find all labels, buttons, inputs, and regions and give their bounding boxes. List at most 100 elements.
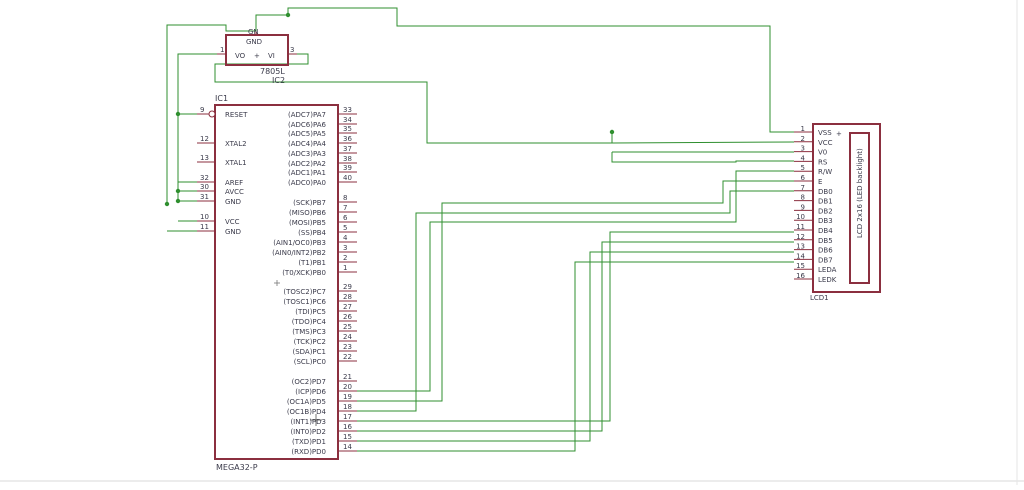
wire-net[interactable] (357, 190, 794, 412)
ic1-right-pin-label: (ADC6)PA6 (288, 121, 327, 129)
wire-net[interactable] (357, 180, 794, 402)
ic1-right-pin-label: (SS)PB4 (298, 229, 326, 237)
ic1-right-pin-label: (T0/XCK)PB0 (282, 269, 326, 277)
ic1-left-pin-label: GND (225, 228, 241, 236)
junction-dot (175, 188, 181, 194)
ic1-right-pin-num: 28 (343, 293, 352, 301)
ic1-value: MEGA32-P (216, 463, 258, 472)
lcd-pin-label: LEDK (818, 276, 837, 284)
ic1-right-pin-label: (OC1B)PD4 (287, 408, 327, 416)
ic1-right-pin-label: (AIN1/OC0)PB3 (273, 239, 326, 247)
lcd-pin-num: 9 (801, 203, 805, 211)
lcd-pin-num: 6 (801, 174, 806, 182)
ic2-name: IC2 (272, 76, 285, 85)
wire-net[interactable] (214, 53, 613, 144)
junction-dot (609, 129, 615, 135)
ic1-right-pin-num: 15 (343, 433, 352, 441)
ic1-right-pin-label: (AIN0/INT2)PB2 (272, 249, 326, 257)
ic1-right-pin-label: (ADC0)PA0 (288, 179, 326, 187)
ic1-right-pin-num: 1 (343, 264, 347, 272)
ic2-body (225, 34, 289, 66)
ic1-left-pins: 9RESET12XTAL213XTAL132AREF30AVCC31GND10V… (197, 106, 248, 236)
ic2-vo-label: VO (235, 52, 246, 60)
ic1-right-pin-num: 33 (343, 106, 352, 114)
ic1-right-pin-num: 29 (343, 283, 352, 291)
lcd-pin-label: DB5 (818, 237, 833, 245)
ic1-right-pin-label: (SDA)PC1 (292, 348, 326, 356)
ic1-left-pin-num: 31 (200, 193, 209, 201)
wire-net[interactable] (166, 24, 256, 204)
lcd-pin-label: DB3 (818, 217, 833, 225)
lcd-pin-num: 4 (801, 154, 806, 162)
lcd-pin-num: 7 (801, 184, 805, 192)
ic1-right-pin-num: 35 (343, 125, 352, 133)
ic1-right-pin-num: 37 (343, 145, 352, 153)
ic2-vo-pin-num: 1 (220, 46, 224, 54)
lcd-pin-label: E (818, 178, 822, 186)
ic1-right-pin-num: 20 (343, 383, 352, 391)
lcd-name: LCD1 (810, 294, 829, 302)
lcd-pin-num: 5 (801, 164, 805, 172)
ic2-gnd-label: GND (246, 38, 262, 46)
ic1-left-pin-num: 11 (200, 223, 209, 231)
wire-net[interactable] (611, 141, 795, 144)
ic1-left-pin-label: XTAL1 (225, 159, 247, 167)
ic1-right-pin-label: (TOSC2)PC7 (283, 288, 326, 296)
ic1-right-pin-num: 18 (343, 403, 352, 411)
lcd-pin-label: R/W (818, 168, 832, 176)
wire-net[interactable] (177, 53, 217, 202)
lcd-pin-label: DB2 (818, 207, 833, 215)
ic1-right-pin-label: (TDO)PC4 (292, 318, 327, 326)
wire-net[interactable] (611, 152, 794, 163)
ic2-value: 7805L (260, 67, 285, 76)
ic1-right-pin-num: 8 (343, 194, 347, 202)
lcd-pin-num: 15 (796, 262, 805, 270)
ic1-right-pin-num: 5 (343, 224, 347, 232)
wire-net[interactable] (357, 170, 794, 392)
ic1-left-pin-num: 13 (200, 154, 209, 162)
ic2-regulator[interactable]: GND VO + VI GN 1 3 7805L IC2 (217, 28, 297, 85)
ic1-body (214, 104, 339, 460)
ic1-left-pin-label: GND (225, 198, 241, 206)
lcd-pin-label: DB0 (818, 188, 833, 196)
ic1-left-pin-num: 32 (200, 174, 209, 182)
ic2-plus-sign: + (254, 52, 260, 60)
wire-net[interactable] (255, 7, 794, 133)
ic1-right-pin-num: 25 (343, 323, 352, 331)
ic1-right-pin-label: (ADC7)PA7 (288, 111, 326, 119)
lcd-pin-label: VSS (818, 129, 832, 137)
lcd-pin-label: DB4 (818, 227, 833, 235)
lcd-pin-label: VCC (818, 139, 833, 147)
ic1-right-pin-label: (SCL)PC0 (294, 358, 326, 366)
ic1-mega32[interactable]: IC1 MEGA32-P 9RESET12XTAL213XTAL132AREF3… (197, 94, 357, 472)
wire-net[interactable] (357, 261, 794, 452)
ic1-right-pin-num: 38 (343, 155, 352, 163)
wire-net[interactable] (357, 241, 794, 432)
lcd-pin-label: DB6 (818, 247, 833, 255)
ic1-left-pin-num: 9 (200, 106, 204, 114)
lcd-pin-num: 11 (796, 223, 805, 231)
lcd-pin-label: RS (818, 158, 828, 166)
junction-dot (285, 12, 291, 18)
ic1-right-pin-num: 19 (343, 393, 352, 401)
ic1-right-pin-num: 24 (343, 333, 352, 341)
wire-net[interactable] (357, 251, 794, 442)
ic1-right-pin-label: (T1)PB1 (298, 259, 326, 267)
wire-net[interactable] (357, 231, 794, 422)
ic1-right-pin-label: (MOSI)PB5 (289, 219, 326, 227)
lcd-screen (849, 132, 870, 284)
ic1-right-pin-num: 36 (343, 135, 352, 143)
lcd-pin-num: 3 (801, 145, 805, 153)
ic1-right-pin-num: 16 (343, 423, 352, 431)
wires-group (164, 7, 795, 452)
ic1-right-pin-num: 34 (343, 116, 352, 124)
ic1-right-pin-label: (TXD)PD1 (292, 438, 326, 446)
ic1-left-pin-label: VCC (225, 218, 240, 226)
ic1-right-pin-label: (ADC5)PA5 (288, 130, 326, 138)
ic1-right-pin-label: (ADC1)PA1 (288, 169, 326, 177)
junction-dot (175, 111, 181, 117)
